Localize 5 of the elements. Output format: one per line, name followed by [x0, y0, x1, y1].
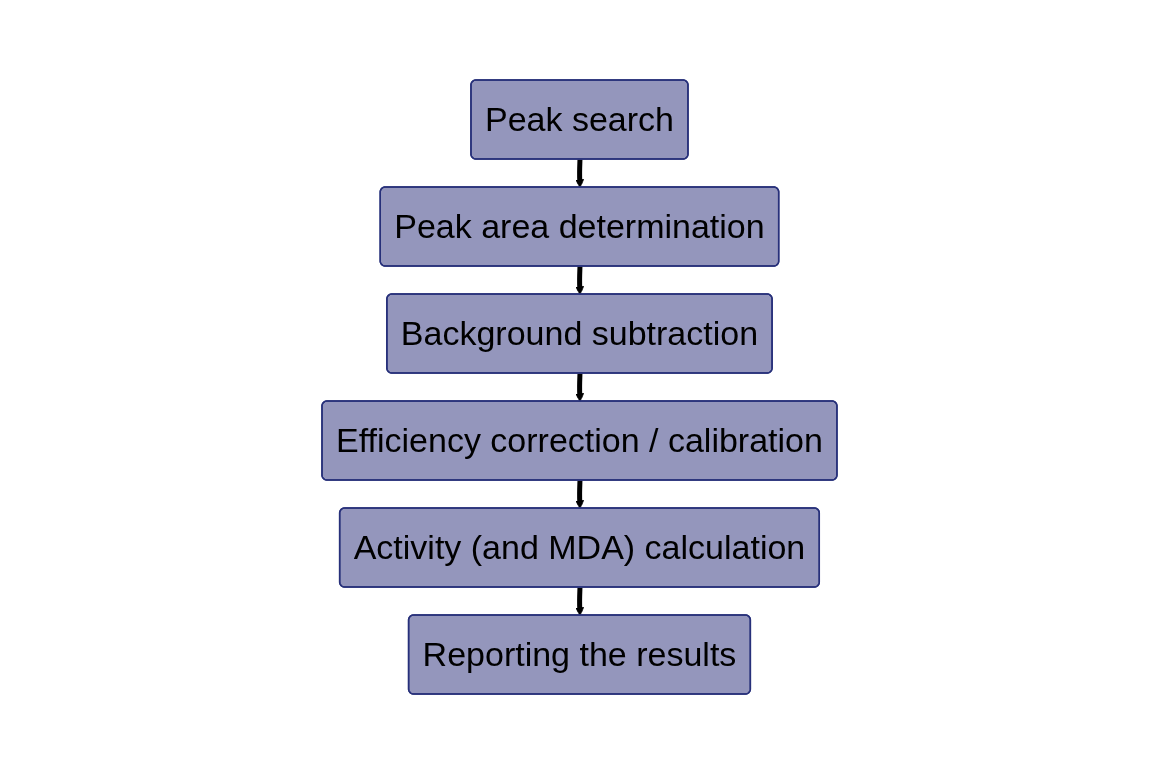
arrow: [574, 587, 584, 616]
arrow: [574, 266, 584, 295]
arrow: [574, 159, 584, 188]
arrow: [574, 480, 584, 509]
arrow: [574, 373, 584, 402]
